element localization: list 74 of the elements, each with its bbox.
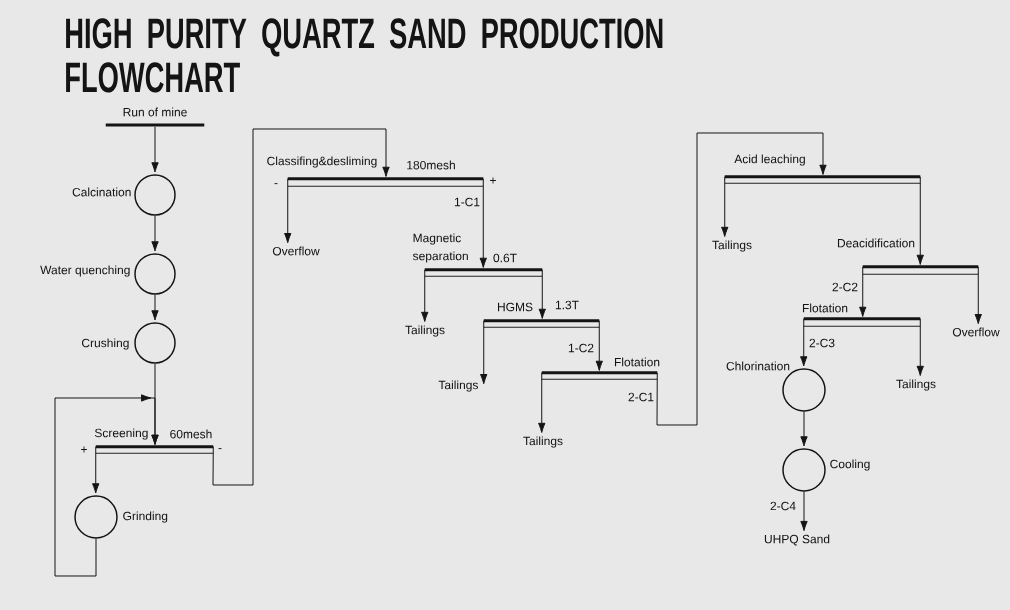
- title: HIGH PURITY QUARTZ SAND PRODUCTION FLOWCHART: [66, 18, 663, 93]
- screen-bar: [803, 317, 921, 327]
- output-label: Overflow: [272, 246, 320, 256]
- arrow: [800, 318, 808, 367]
- step-label: Grinding: [123, 511, 168, 523]
- sign-label: -: [218, 448, 222, 450]
- arrow: [656, 132, 827, 426]
- mesh-label: 60mesh: [170, 429, 212, 439]
- edge-label: 2-C3: [807, 337, 837, 349]
- arrow: [151, 126, 159, 173]
- output-label: Tailings: [712, 240, 752, 252]
- arrow: [721, 176, 729, 237]
- step-label: Calcination: [72, 187, 131, 197]
- mesh-label: 180mesh: [407, 160, 455, 170]
- step-label: Deacidification: [837, 238, 915, 248]
- arrow: [480, 320, 488, 385]
- output-label: Tailings: [438, 380, 478, 392]
- step-label: Run of mine: [123, 107, 187, 117]
- sign-label: +: [81, 446, 87, 453]
- arrow: [800, 491, 808, 532]
- arrow: [212, 128, 390, 486]
- edge-label: 2-C1: [626, 391, 656, 403]
- edge-label: 1-C2: [566, 342, 596, 354]
- output-label: Tailings: [405, 325, 445, 337]
- process-circle: [782, 448, 826, 492]
- output-label: UHPQ Sand: [764, 534, 830, 546]
- edge-label: 1-C1: [452, 196, 482, 208]
- screen-bar: [862, 265, 979, 275]
- field-label: 0.6T: [493, 253, 517, 263]
- step-label: Acid leaching: [734, 154, 805, 166]
- arrow: [479, 178, 487, 268]
- arrow: [916, 176, 924, 265]
- arrow: [538, 269, 546, 319]
- step-label: Cooling: [830, 459, 870, 471]
- arrow: [284, 178, 292, 244]
- output-label: Tailings: [523, 436, 563, 448]
- step-label: Crushing: [82, 338, 129, 350]
- process-circle: [134, 174, 176, 216]
- step-label: Screening: [94, 428, 148, 440]
- arrow: [92, 446, 100, 494]
- step-label: HGMS: [498, 302, 533, 312]
- output-label: Overflow: [952, 327, 1000, 337]
- screen-bar: [541, 371, 658, 380]
- process-circle: [134, 253, 176, 295]
- screen-bar: [483, 319, 600, 328]
- screen-bar: [724, 175, 921, 184]
- arrow: [538, 372, 546, 433]
- edge-label: 2-C2: [830, 281, 860, 293]
- arrow: [54, 394, 159, 577]
- arrow: [800, 411, 808, 447]
- edge-label: 2-C4: [768, 500, 798, 512]
- sign-label: -: [274, 183, 278, 185]
- arrow: [595, 320, 603, 371]
- arrow: [421, 269, 429, 322]
- output-label: Tailings: [896, 379, 936, 391]
- step-label: Water quenching: [40, 265, 130, 277]
- process-circle: [134, 322, 176, 364]
- field-label: 1.3T: [555, 300, 579, 310]
- screen-bar: [287, 177, 484, 187]
- arrow: [916, 318, 924, 376]
- step-label: Chlorination: [726, 361, 790, 371]
- sign-label: +: [490, 177, 496, 184]
- step-label: Flotation: [802, 303, 848, 313]
- step-label: Magnetic separation: [412, 233, 468, 263]
- screen-bar: [424, 268, 543, 277]
- arrow: [151, 215, 159, 252]
- arrow: [151, 294, 159, 321]
- horizontal-bar: [105, 123, 205, 127]
- arrow: [974, 266, 982, 325]
- step-label: Classifing&desliming: [267, 156, 377, 168]
- arrow: [859, 266, 867, 317]
- process-circle: [74, 495, 118, 539]
- screen-bar: [95, 445, 214, 454]
- step-label: Flotation: [615, 357, 660, 367]
